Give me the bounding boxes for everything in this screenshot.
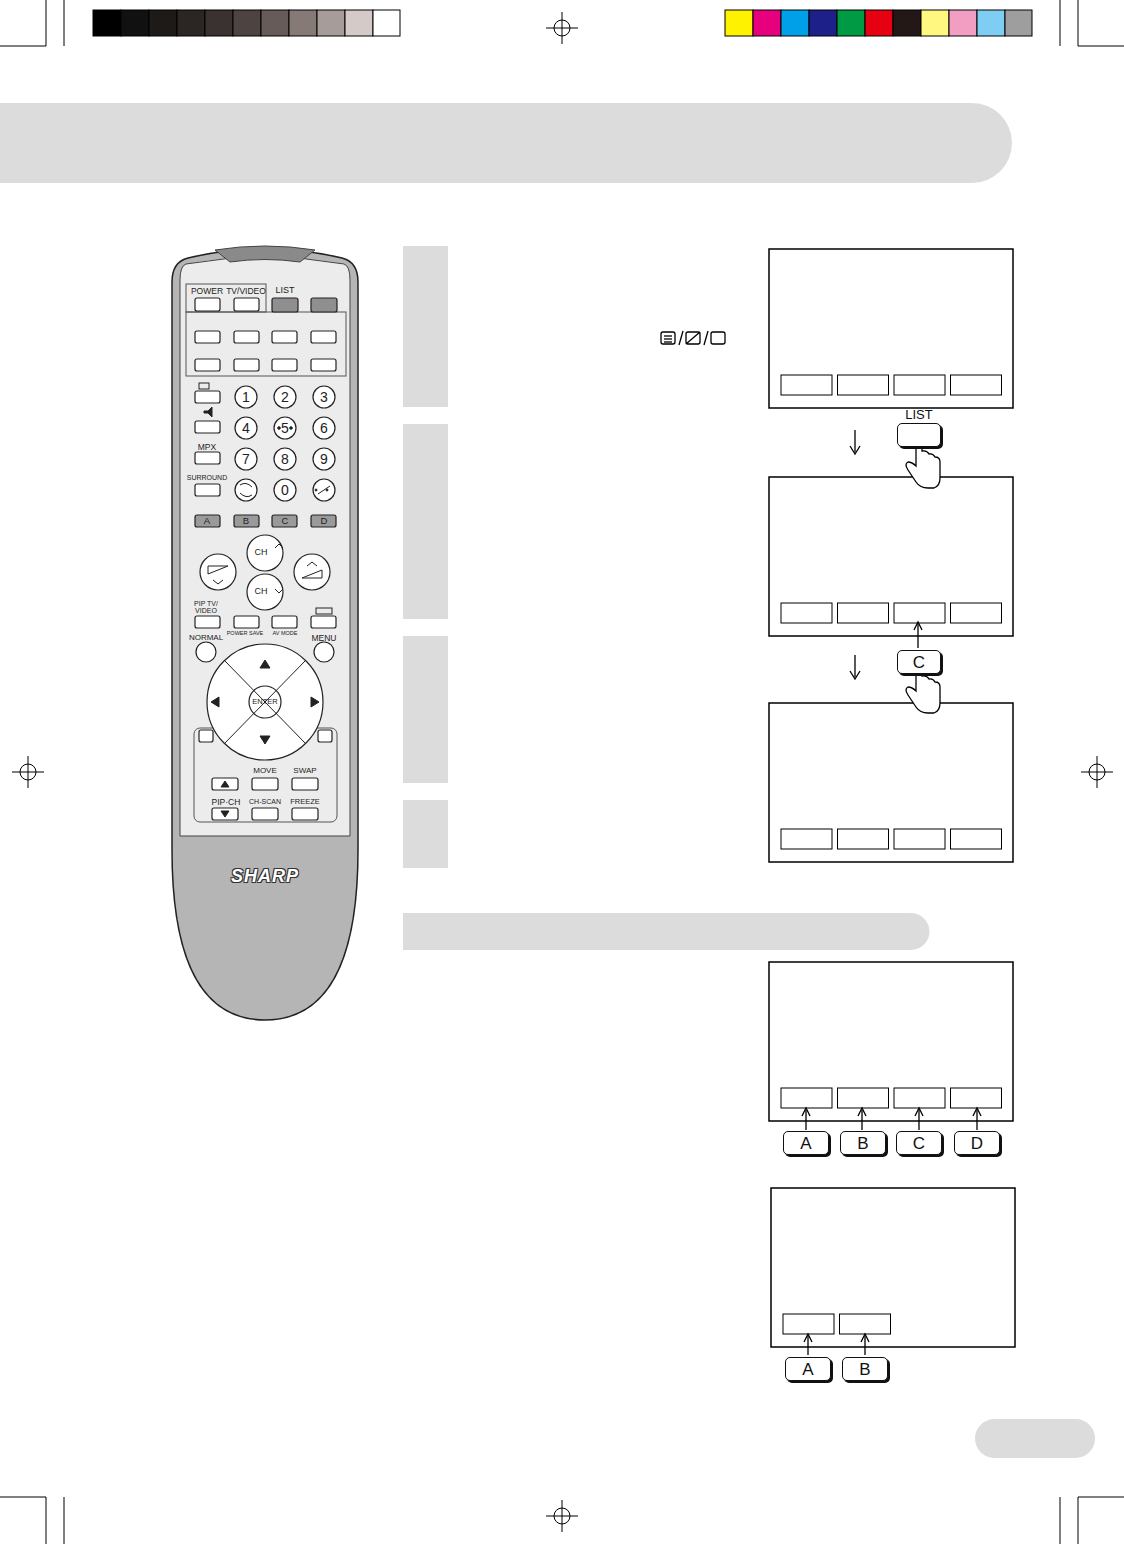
soft-key-box xyxy=(951,1088,1002,1108)
button-label: 5 xyxy=(277,421,293,436)
soft-key-box xyxy=(951,603,1002,623)
key-letter: C xyxy=(897,650,941,671)
key-button xyxy=(897,423,941,447)
tv-screen xyxy=(769,477,1013,636)
tv-screen xyxy=(769,249,1013,408)
brand-logo: SHARP xyxy=(215,867,315,886)
button-label: 2 xyxy=(277,390,293,405)
button-label: MOVE xyxy=(250,767,280,775)
button-label: POWER xyxy=(187,287,227,296)
button-label: 9 xyxy=(316,452,332,467)
remote-key-callout: C xyxy=(896,1131,942,1155)
button-label: MPX xyxy=(192,443,222,452)
remote-key-callout: A xyxy=(783,1131,829,1155)
tv-screen xyxy=(769,703,1013,862)
button-label: AV MODE xyxy=(268,631,302,637)
button-label: D xyxy=(317,516,331,526)
soft-key-box xyxy=(838,603,889,623)
subheading-band xyxy=(403,913,930,950)
button-label: PIP·CH xyxy=(208,798,244,807)
remote-key-callout: B xyxy=(840,1131,886,1155)
remote-key-callout: C xyxy=(897,650,941,674)
key-letter: A xyxy=(785,1357,831,1378)
button-label: 4 xyxy=(238,421,254,436)
flow-arrows xyxy=(802,430,981,1355)
key-letter: A xyxy=(783,1131,829,1152)
soft-key-box xyxy=(951,375,1002,395)
soft-key-box xyxy=(781,1088,832,1108)
soft-key-box xyxy=(894,375,945,395)
tv-screen xyxy=(769,962,1013,1121)
button-label: 8 xyxy=(277,452,293,467)
remote-key-callout: A xyxy=(785,1357,831,1381)
soft-key-box xyxy=(840,1314,891,1334)
button-label: NORMAL xyxy=(186,634,226,642)
soft-key-box xyxy=(838,1088,889,1108)
soft-key-box xyxy=(783,1314,834,1334)
teletext-mode-icon xyxy=(661,331,725,345)
key-letter: C xyxy=(896,1131,942,1152)
soft-key-box xyxy=(894,603,945,623)
button-label: A xyxy=(200,516,214,526)
button-label: C xyxy=(278,516,292,526)
button-label: 6 xyxy=(316,421,332,436)
soft-key-box xyxy=(894,829,945,849)
key-letter: D xyxy=(954,1131,1000,1152)
page-number-pill xyxy=(975,1419,1095,1458)
key-letter: LIST xyxy=(897,408,941,423)
button-label: PIP TV/ VIDEO xyxy=(190,600,222,615)
header-band xyxy=(0,103,1012,183)
soft-key-box xyxy=(894,1088,945,1108)
remote-control xyxy=(172,246,358,1020)
soft-key-box xyxy=(781,603,832,623)
soft-key-box xyxy=(781,375,832,395)
color-bar xyxy=(725,10,1032,36)
button-label: CH xyxy=(252,548,270,557)
button-label: MENU xyxy=(307,634,341,643)
button-label: TV/VIDEO xyxy=(226,287,266,296)
step-bars xyxy=(403,246,448,868)
tv-screen xyxy=(771,1188,1015,1347)
key-letter: B xyxy=(842,1357,888,1378)
key-letter: B xyxy=(840,1131,886,1152)
button-label: FREEZE xyxy=(287,798,323,806)
remote-key-callout: LIST xyxy=(897,408,941,447)
button-label: 7 xyxy=(238,452,254,467)
tv-screens xyxy=(769,249,1015,1347)
gray-bar xyxy=(93,10,400,36)
button-label: POWER SAVE xyxy=(226,631,264,637)
soft-key-box xyxy=(951,829,1002,849)
remote-key-callout: B xyxy=(842,1357,888,1381)
soft-key-box xyxy=(838,375,889,395)
soft-key-box xyxy=(781,829,832,849)
button-label: ENTER xyxy=(250,698,280,706)
button-label: CH xyxy=(252,587,270,596)
button-label: SWAP xyxy=(290,767,320,775)
button-label: 3 xyxy=(316,390,332,405)
button-label: SURROUND xyxy=(185,474,229,481)
button-label: CH-SCAN xyxy=(246,798,284,805)
button-label: 0 xyxy=(277,483,293,498)
button-label: LIST xyxy=(273,286,297,295)
registration-marks xyxy=(12,12,1113,1532)
button-label: B xyxy=(239,516,253,526)
remote-key-callout: D xyxy=(954,1131,1000,1155)
soft-key-box xyxy=(838,829,889,849)
button-label: 1 xyxy=(238,390,254,405)
